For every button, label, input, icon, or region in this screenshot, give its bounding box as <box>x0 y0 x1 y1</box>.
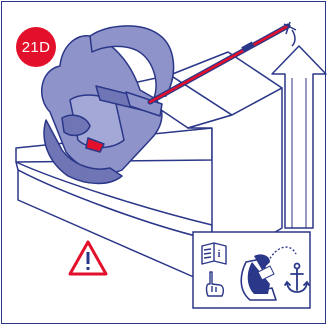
svg-text:i: i <box>218 249 221 260</box>
warning-triangle-icon <box>70 242 106 274</box>
